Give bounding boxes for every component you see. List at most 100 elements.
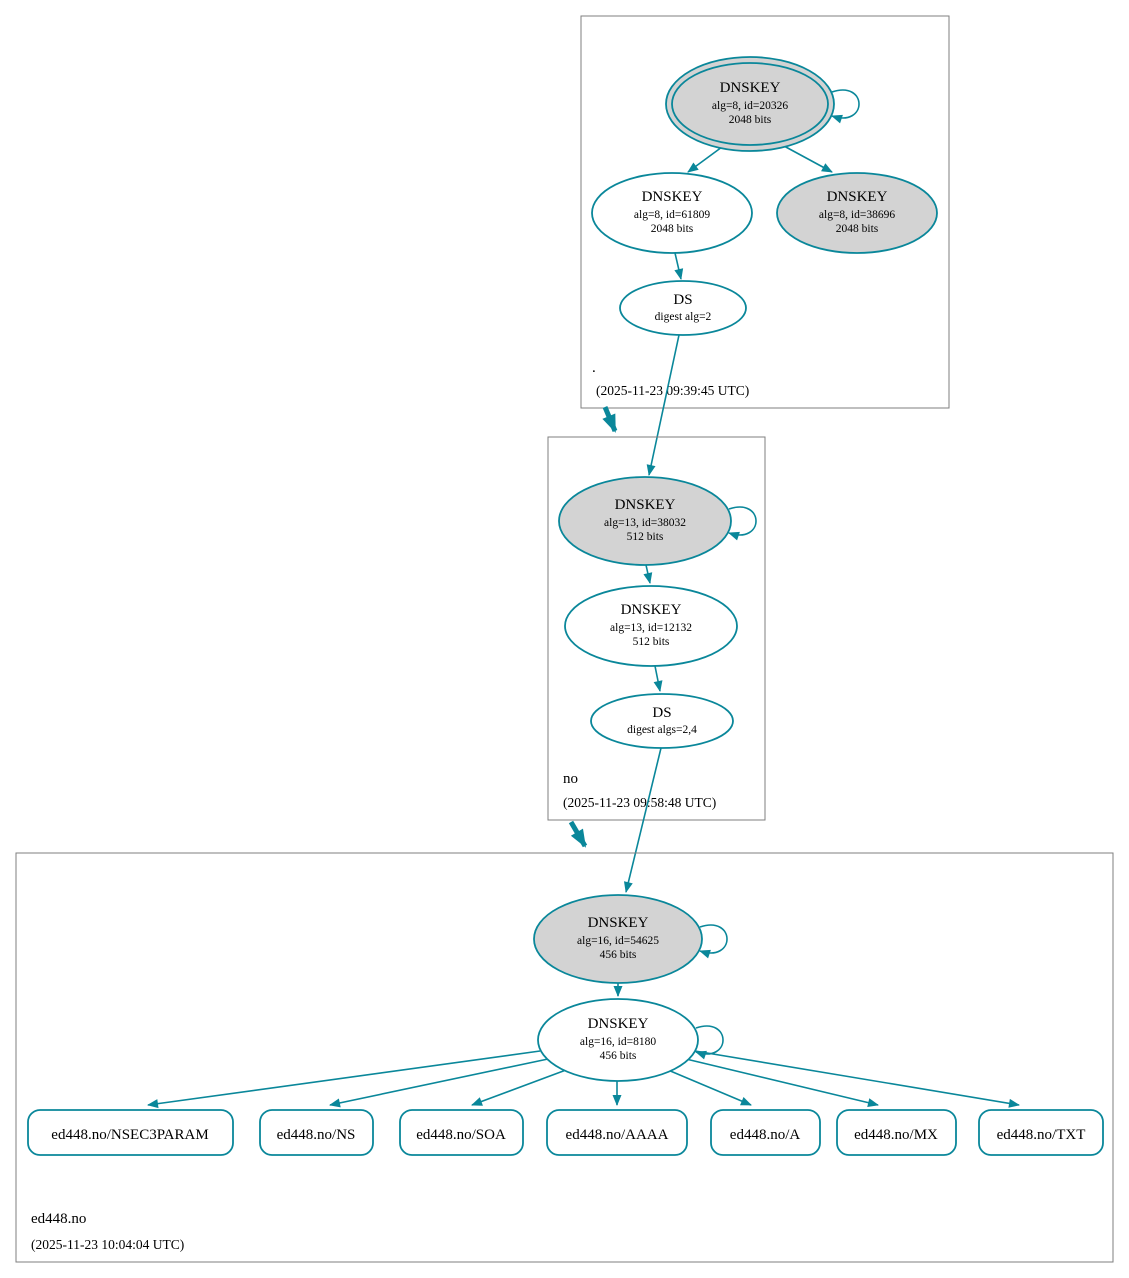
root-zsk-detail: alg=8, id=61809 [634,209,710,221]
no-ds-detail: digest algs=2,4 [627,724,697,736]
ed448-rrset-nsec3param-node[interactable]: ed448.no/NSEC3PARAM [27,1109,234,1156]
no-ksk-title: DNSKEY [615,497,676,513]
root-dnskey-38696-node[interactable]: DNSKEY alg=8, id=38696 2048 bits [776,172,938,254]
root-ksk-detail: alg=8, id=20326 [712,100,788,112]
ed448-zsk-to-nsec3param-edge [147,1050,541,1109]
ed448-zsk-detail: alg=16, id=8180 [580,1036,656,1048]
zone-ed448-timestamp: (2025-11-23 10:04:04 UTC) [31,1237,184,1252]
no-zsk-bits: 512 bits [633,636,670,648]
root-ksk-to-zsk-edge [687,146,723,173]
ed448-rrset-soa-node[interactable]: ed448.no/SOA [399,1109,524,1156]
ed448-ksk-self-loop-edge [699,924,728,959]
ed448-ksk-title: DNSKEY [588,915,649,931]
zone-no-edges [623,506,757,893]
zone-no-label: no [563,771,578,787]
root-dnskey-38696-title: DNSKEY [827,189,888,205]
zone-root-edges [646,89,860,476]
no-ksk-self-loop-edge [728,506,757,541]
ed448-zsk-to-txt-edge [694,1050,1020,1108]
zone-root-timestamp: (2025-11-23 09:39:45 UTC) [596,383,749,398]
rrset-ns-label: ed448.no/NS [277,1127,356,1143]
root-ds-node[interactable]: DS digest alg=2 [619,280,747,336]
root-ds-to-no-ksk-edge [646,334,680,476]
no-zsk-ellipse [564,585,738,667]
no-zsk-dnskey-node[interactable]: DNSKEY alg=13, id=12132 512 bits [564,585,738,667]
root-zsk-title: DNSKEY [642,189,703,205]
no-zsk-to-ds-edge [653,665,663,692]
rrset-soa-label: ed448.no/SOA [416,1127,506,1143]
delegation-arrow-root-to-no [602,406,618,433]
root-ds-detail: digest alg=2 [655,311,712,323]
zone-root-border [580,15,950,409]
ed448-zsk-dnskey-node[interactable]: DNSKEY alg=16, id=8180 456 bits [537,998,699,1082]
no-ksk-detail: alg=13, id=38032 [604,517,686,529]
root-zsk-ellipse [591,172,753,254]
zone-no-border [547,436,766,821]
zone-ed448: ed448.no (2025-11-23 10:04:04 UTC) [15,852,1114,1263]
root-dnskey-38696-ellipse [776,172,938,254]
no-ksk-dnskey-node[interactable]: DNSKEY alg=13, id=38032 512 bits [558,476,732,566]
rrset-nsec3param-label: ed448.no/NSEC3PARAM [51,1127,208,1143]
ed448-zsk-to-soa-edge [471,1069,567,1106]
root-ds-ellipse [619,280,747,336]
root-ksk-to-dnskey38696-edge [783,145,833,173]
ed448-rrset-txt-node[interactable]: ed448.no/TXT [978,1109,1104,1156]
ed448-rrset-ns-node[interactable]: ed448.no/NS [259,1109,374,1156]
zone-ed448-border [15,852,1114,1263]
ed448-rrset-aaaa-node[interactable]: ed448.no/AAAA [546,1109,688,1156]
no-zsk-title: DNSKEY [621,602,682,618]
ed448-zsk-to-mx-edge [685,1058,879,1108]
rrset-txt-box [978,1109,1104,1156]
zone-no: no (2025-11-23 09:58:48 UTC) [547,436,766,821]
zone-root: . (2025-11-23 09:39:45 UTC) [580,15,950,409]
rrset-a-label: ed448.no/A [730,1127,801,1143]
ed448-zsk-ellipse [537,998,699,1082]
root-ksk-dnskey-node[interactable]: DNSKEY alg=8, id=20326 2048 bits [665,56,835,152]
rrset-mx-box [836,1109,957,1156]
ed448-ksk-detail: alg=16, id=54625 [577,935,659,947]
rrset-ns-box [259,1109,374,1156]
root-dnskey-38696-detail: alg=8, id=38696 [819,209,895,221]
ed448-rrset-mx-node[interactable]: ed448.no/MX [836,1109,957,1156]
ed448-rrset-a-node[interactable]: ed448.no/A [710,1109,821,1156]
delegation-arrow-no-to-ed448 [568,820,588,848]
rrset-nsec3param-box [27,1109,234,1156]
zone-ed448-label: ed448.no [31,1211,86,1227]
zone-ed448-edges [147,924,1020,1109]
ed448-ksk-dnskey-node[interactable]: DNSKEY alg=16, id=54625 456 bits [533,894,703,984]
root-ds-title: DS [673,292,692,308]
root-zsk-dnskey-node[interactable]: DNSKEY alg=8, id=61809 2048 bits [591,172,753,254]
ed448-ksk-ellipse [533,894,703,984]
no-ksk-to-zsk-edge [643,564,653,584]
rrset-soa-box [399,1109,524,1156]
ed448-zsk-bits: 456 bits [600,1050,637,1062]
no-zsk-detail: alg=13, id=12132 [610,622,692,634]
root-zsk-to-ds-edge [674,252,684,280]
zone-root-label: . [592,360,596,376]
root-dnskey-38696-bits: 2048 bits [836,223,879,235]
root-ksk-inner-ellipse [671,62,829,146]
root-ksk-outer-ellipse [665,56,835,152]
rrset-aaaa-label: ed448.no/AAAA [566,1127,669,1143]
rrset-aaaa-box [546,1109,688,1156]
root-ksk-bits: 2048 bits [729,114,772,126]
ed448-zsk-to-a-edge [667,1069,752,1106]
no-ksk-bits: 512 bits [627,531,664,543]
no-ds-title: DS [652,705,671,721]
no-ksk-ellipse [558,476,732,566]
ed448-zsk-title: DNSKEY [588,1016,649,1032]
no-ds-ellipse [590,693,734,749]
rrset-mx-label: ed448.no/MX [854,1127,938,1143]
no-ds-node[interactable]: DS digest algs=2,4 [590,693,734,749]
rrset-a-box [710,1109,821,1156]
root-ksk-self-loop-edge [831,89,860,124]
zone-no-timestamp: (2025-11-23 09:58:48 UTC) [563,795,716,810]
root-zsk-bits: 2048 bits [651,223,694,235]
rrset-txt-label: ed448.no/TXT [997,1127,1086,1143]
ed448-zsk-to-ns-edge [329,1058,549,1108]
ed448-zsk-self-loop-edge [695,1025,724,1060]
ed448-ksk-bits: 456 bits [600,949,637,961]
root-ksk-title: DNSKEY [720,80,781,96]
